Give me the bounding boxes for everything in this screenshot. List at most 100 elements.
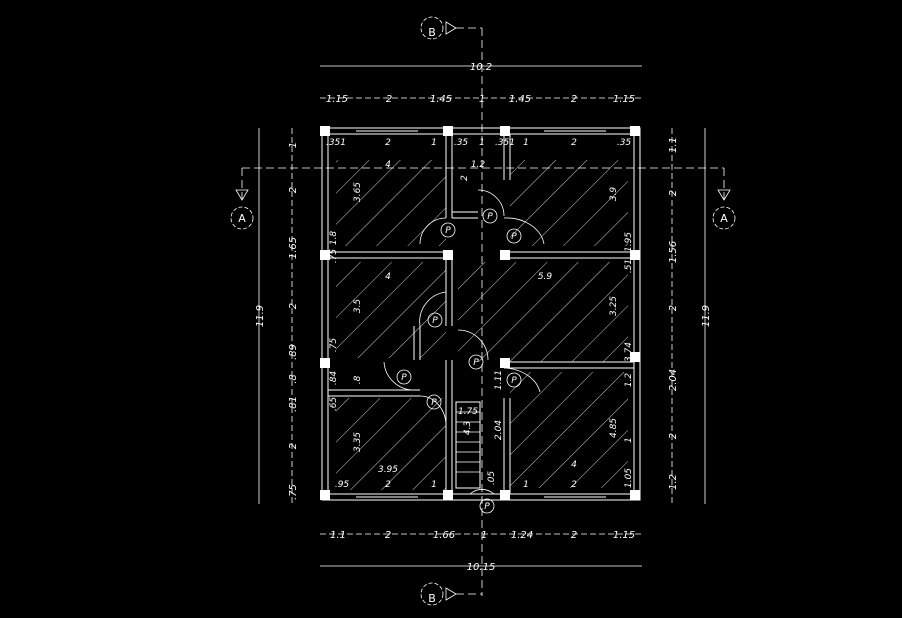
dim-right-overall: 11.9	[701, 305, 712, 327]
section-a-left-label: A	[238, 212, 246, 225]
dim-label: .8	[288, 374, 299, 384]
room-label: 1.8	[329, 231, 339, 246]
section-a-right-label: A	[720, 212, 728, 225]
dim-label: 2	[288, 187, 299, 193]
dim-left-overall: 11.9	[255, 305, 266, 327]
svg-text:P: P	[432, 316, 438, 326]
dim-label: 2	[288, 443, 299, 449]
section-marker-a-left: A	[230, 189, 254, 230]
section-marker-a-right: A	[712, 189, 736, 230]
dim-top-overall: 10.2	[470, 62, 492, 73]
room-label: 2.04	[494, 420, 504, 440]
dim-label: 2	[668, 305, 679, 311]
dim-label: 2	[288, 303, 299, 309]
walls	[321, 127, 641, 501]
room-label: 1	[624, 437, 634, 443]
section-line-a	[241, 167, 725, 200]
dim-label: 1	[479, 94, 485, 105]
room-label: .05	[487, 471, 497, 486]
room-label: 3.25	[609, 296, 619, 316]
svg-text:P: P	[484, 502, 490, 512]
door-mark: P	[506, 372, 522, 388]
room-label: 3.35	[353, 432, 363, 452]
room-label: .351	[326, 138, 346, 148]
door-mark: P	[482, 208, 498, 224]
door-mark: P	[506, 228, 522, 244]
svg-text:P: P	[487, 212, 493, 222]
columns	[320, 126, 640, 500]
dim-label: 1.1	[668, 137, 679, 153]
svg-text:P: P	[431, 398, 437, 408]
dim-label: 1.45	[430, 94, 452, 105]
room-label: 3.95	[378, 465, 398, 475]
room-label: 5.9	[538, 272, 553, 282]
dim-label: 2	[571, 530, 577, 541]
room-label: 2	[385, 138, 391, 148]
room-label: .65	[329, 397, 339, 412]
dim-label: 1.1	[330, 530, 346, 541]
room-label: 1.95	[624, 232, 634, 252]
room-label: 4	[571, 460, 577, 470]
room-label: .84	[329, 371, 339, 386]
svg-text:P: P	[511, 232, 517, 242]
section-b-bottom-label: B	[428, 592, 436, 605]
door-swings	[383, 189, 545, 495]
room-label: 4.85	[609, 418, 619, 438]
dim-label: 1.15	[613, 530, 635, 541]
room-label: 2	[385, 480, 391, 490]
dim-label: 2.04	[668, 369, 679, 391]
room-label: 2	[571, 480, 577, 490]
dim-right-chain: 1.1 2 1.56 2 2.04 2 1.2	[668, 137, 679, 490]
room-label: .35	[454, 138, 469, 148]
dim-label: 1	[481, 530, 487, 541]
door-mark: P	[427, 312, 443, 328]
room-label: 1	[479, 138, 485, 148]
room-label: .95	[335, 480, 350, 490]
room-label: 2	[571, 138, 577, 148]
room-label: 1.11	[494, 370, 504, 390]
dim-label: 2	[668, 190, 679, 196]
svg-text:P: P	[445, 226, 451, 236]
room-label: 1	[431, 138, 437, 148]
room-label: 1.05	[624, 468, 634, 488]
room-label: 1	[523, 480, 529, 490]
svg-text:P: P	[473, 358, 479, 368]
room-label: 4	[385, 160, 391, 170]
hatched-rooms	[336, 160, 628, 490]
door-mark: P	[440, 222, 456, 238]
room-label: .51	[624, 259, 634, 273]
dim-label: 1	[288, 142, 299, 148]
dim-left-chain: 1 2 1.65 2 .89 .8 .81 2 .75	[288, 142, 299, 500]
room-label: 1.2	[471, 160, 486, 170]
room-label: 1	[523, 138, 529, 148]
room-label: .351	[495, 138, 515, 148]
dim-label: 1.15	[326, 94, 348, 105]
room-label: 1.2	[624, 373, 634, 388]
dimension-lines	[258, 65, 706, 567]
dim-label: 1.2	[668, 474, 679, 490]
section-b-top-label: B	[428, 26, 436, 39]
svg-text:P: P	[511, 376, 517, 386]
dim-label: 1.66	[433, 530, 455, 541]
dim-label: .75	[288, 484, 299, 500]
dim-label: 2	[385, 530, 391, 541]
room-label: 3.5	[353, 299, 363, 314]
door-mark: P	[468, 354, 484, 370]
dim-label: 1.15	[613, 94, 635, 105]
room-label: 3.65	[353, 182, 363, 202]
dim-label: 2	[571, 94, 577, 105]
dim-label: 1.24	[511, 530, 533, 541]
door-mark: P	[479, 498, 495, 514]
room-dimension-labels: .351 2 1 .35 1 .351 1 2 .35 4 1.2 2 3.65…	[326, 138, 634, 490]
room-label: 4	[385, 272, 391, 282]
room-label: 3.74	[624, 342, 634, 362]
dim-label: .89	[288, 344, 299, 360]
dim-label: .81	[288, 396, 299, 412]
room-label: .8	[353, 375, 363, 384]
dim-top-chain: 1.15 2 1.45 1 1.45 2 1.15	[326, 94, 635, 105]
room-label: 4.3	[463, 421, 473, 436]
room-label: .35	[617, 138, 632, 148]
dim-label: 2	[668, 433, 679, 439]
